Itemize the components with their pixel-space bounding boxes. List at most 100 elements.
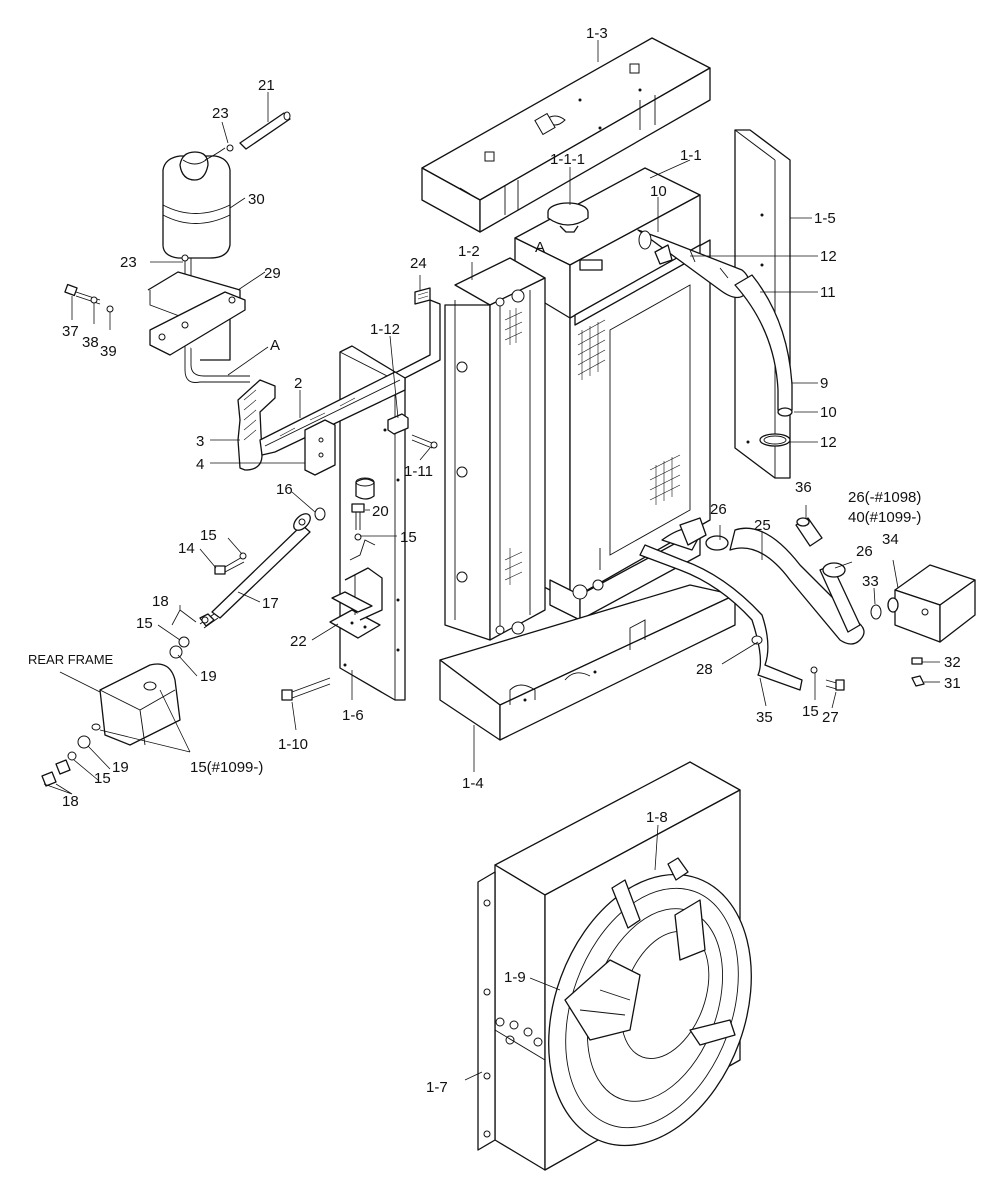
callout-19-a: 19	[200, 668, 217, 685]
callout-1-9: 1-9	[504, 969, 526, 986]
callout-15-b: 15	[200, 527, 217, 544]
callout-1-8: 1-8	[646, 809, 668, 826]
callout-28: 28	[696, 661, 713, 678]
callout-1-2: 1-2	[458, 243, 480, 260]
callout-39: 39	[100, 343, 117, 360]
callout-21: 21	[258, 77, 275, 94]
washer-19-upper	[169, 645, 183, 659]
callout-3: 3	[196, 433, 204, 450]
bracket-29	[147, 271, 246, 361]
cushion-16	[314, 477, 375, 521]
overflow-pipe	[181, 254, 250, 383]
upper-hose	[637, 229, 793, 447]
callout-4: 4	[196, 456, 204, 473]
callout-25: 25	[754, 517, 771, 534]
bracket-1-12	[387, 413, 409, 435]
washer-38	[90, 296, 98, 304]
callout-27: 27	[822, 709, 839, 726]
callout-10-top: 10	[650, 183, 667, 200]
callout-23-bottom: 23	[120, 254, 137, 271]
callout-14: 14	[178, 540, 195, 557]
nuts-18-upper	[199, 613, 215, 627]
callout-15-e: 15	[802, 703, 819, 720]
callout-18-b: 18	[62, 793, 79, 810]
fan-guard-1-8	[548, 857, 752, 1147]
callout-1-1: 1-1	[680, 147, 702, 164]
callout-38: 38	[82, 334, 99, 351]
washer-15-mid	[178, 636, 190, 648]
bracket-2	[259, 371, 406, 456]
bolt-1-10	[281, 677, 331, 701]
callout-15-c: 15	[136, 615, 153, 632]
nuts-18-lower	[41, 759, 71, 787]
fitting-36	[795, 517, 823, 547]
callout-17: 17	[262, 595, 279, 612]
washer-15-right	[810, 666, 818, 674]
callout-15-d: 15	[94, 770, 111, 787]
callout-9: 9	[820, 375, 828, 392]
o-ring-33	[870, 604, 882, 620]
callout-1-11: 1-11	[404, 463, 433, 480]
callout-10-bottom: 10	[820, 404, 837, 421]
callout-1-7: 1-7	[426, 1079, 448, 1096]
callout-18-a: 18	[152, 593, 169, 610]
callout-31: 31	[944, 675, 961, 692]
callout-26-b: 26	[856, 543, 873, 560]
bolt-27	[825, 679, 845, 691]
callout-19-b: 19	[112, 759, 129, 776]
callouts: 1-3 21 23 30 23 29 37 38 39 A 24 1-2 1-1…	[28, 25, 961, 1096]
callout-23-top: 23	[212, 105, 229, 122]
bolt-20	[351, 503, 365, 541]
callout-12-bottom: 12	[820, 434, 837, 451]
washer-15-upper	[239, 552, 247, 560]
callout-34: 34	[882, 531, 899, 548]
callout-26-1098: 26(-#1098)	[848, 489, 921, 506]
nut-31	[911, 675, 925, 687]
callout-15-a: 15	[400, 529, 417, 546]
washer-39	[106, 305, 114, 313]
callout-a-radiator: A	[535, 239, 545, 256]
bolt-37	[64, 283, 101, 305]
callout-20: 20	[372, 503, 389, 520]
coolant-tank-icon	[162, 147, 231, 259]
callout-26-a: 26	[710, 501, 727, 518]
callout-1-3: 1-3	[586, 25, 608, 42]
callout-1-10: 1-10	[278, 736, 308, 753]
callout-a-left: A	[270, 337, 280, 354]
callout-1-6: 1-6	[342, 707, 364, 724]
callout-16: 16	[276, 481, 293, 498]
callout-32: 32	[944, 654, 961, 671]
bracket-3	[237, 379, 276, 471]
callout-15-1099: 15(#1099-)	[190, 759, 263, 776]
callout-35: 35	[756, 709, 773, 726]
leader-lines	[43, 40, 940, 1081]
hose-21	[226, 111, 291, 152]
washer-19-lower	[77, 735, 91, 749]
callout-11: 11	[820, 284, 836, 301]
callout-12-top: 12	[820, 248, 837, 265]
callout-33: 33	[862, 573, 879, 590]
stay-rod-17	[199, 513, 311, 629]
callout-36: 36	[795, 479, 812, 496]
bolt-32	[911, 657, 923, 665]
block-34	[887, 564, 976, 643]
top-bracket-1-3	[421, 37, 711, 233]
hose-35	[639, 517, 803, 691]
pipe-25	[729, 527, 865, 645]
bolt-14	[214, 555, 245, 575]
pad-4	[304, 419, 336, 476]
bracket-22	[329, 567, 383, 639]
callout-2: 2	[294, 375, 302, 392]
callout-24: 24	[410, 255, 427, 272]
callout-22: 22	[290, 633, 307, 650]
callout-1-4: 1-4	[462, 775, 484, 792]
washer-15-lower	[67, 751, 77, 761]
callout-29: 29	[264, 265, 281, 282]
callout-1-12: 1-12	[370, 321, 400, 338]
callout-40-1099: 40(#1099-)	[848, 509, 921, 526]
callout-37: 37	[62, 323, 79, 340]
callout-1-1-1: 1-1-1	[550, 151, 585, 168]
radiator-1-1	[514, 167, 711, 621]
callout-rear-frame: REAR FRAME	[28, 652, 114, 667]
